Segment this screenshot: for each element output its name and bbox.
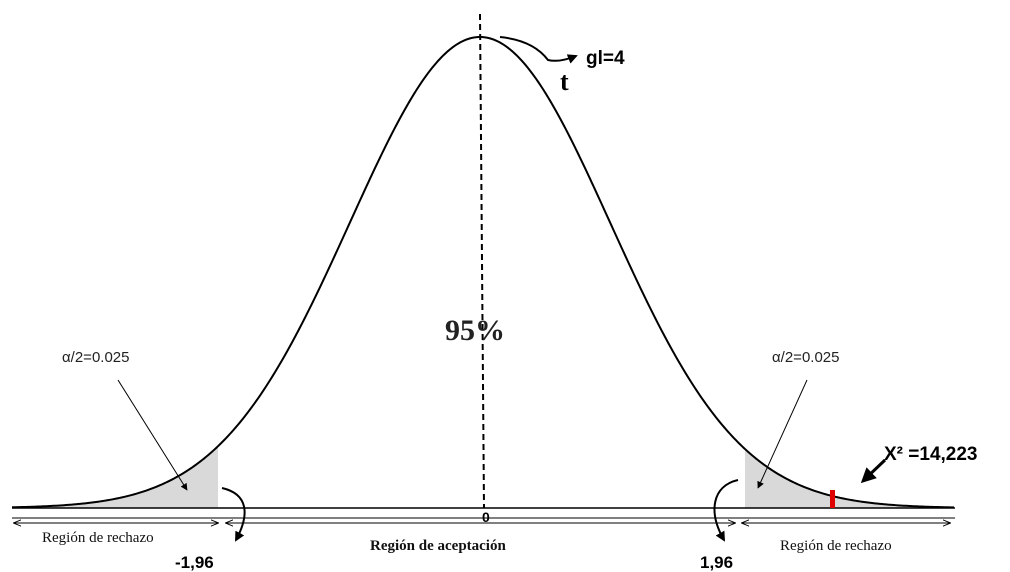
chi-square-arrow bbox=[860, 458, 887, 484]
center-percent-label: 95% bbox=[445, 314, 505, 347]
right-alpha-pointer bbox=[757, 379, 808, 489]
right-region-label: Región de rechazo bbox=[780, 538, 892, 554]
left-alpha-label: α/2=0.025 bbox=[62, 349, 129, 366]
zero-label: 0 bbox=[482, 509, 490, 525]
df-arrow bbox=[499, 36, 578, 64]
center-region-label: Región de aceptación bbox=[370, 538, 506, 554]
right-critical-arrow bbox=[713, 479, 739, 542]
right-critical-value: 1,96 bbox=[700, 553, 733, 572]
left-rejection-area bbox=[12, 446, 218, 508]
left-region-label: Región de rechazo bbox=[42, 530, 154, 546]
right-rejection-area bbox=[745, 449, 955, 508]
right-alpha-label: α/2=0.025 bbox=[772, 349, 839, 366]
chi-square-label: X² =14,223 bbox=[884, 444, 978, 465]
distribution-label: t bbox=[560, 67, 569, 96]
mean-dashed-line bbox=[479, 13, 485, 509]
chi-square-marker bbox=[830, 490, 835, 508]
left-critical-arrow bbox=[221, 487, 246, 542]
df-label: gl=4 bbox=[586, 48, 625, 69]
left-critical-value: -1,96 bbox=[175, 553, 214, 572]
left-alpha-pointer bbox=[117, 379, 188, 491]
bell-curve bbox=[11, 35, 955, 509]
